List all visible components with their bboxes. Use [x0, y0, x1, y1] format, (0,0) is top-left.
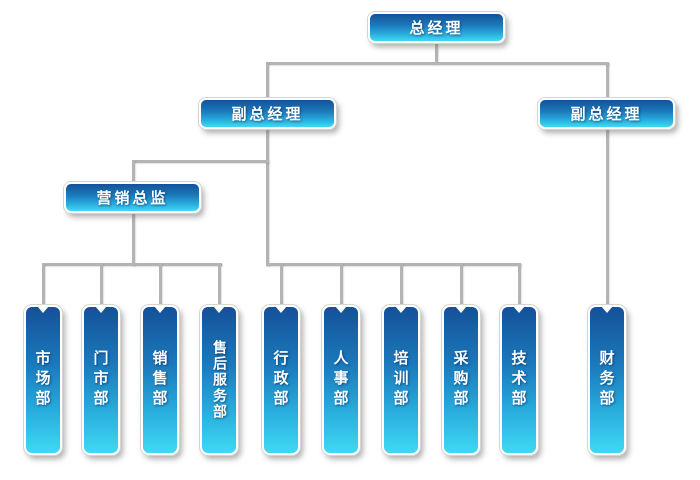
- node-dept-after-sales: 售后服务部: [200, 305, 238, 455]
- node-label: 培训部: [391, 350, 410, 410]
- node-dept-training: 培训部: [382, 305, 420, 455]
- node-label: 副总经理: [570, 105, 643, 123]
- connector-line: [100, 263, 103, 305]
- connector-line: [42, 263, 222, 266]
- node-dept-purchasing: 采购部: [442, 305, 480, 455]
- node-label: 售后服务部: [211, 340, 227, 420]
- connector-line: [606, 62, 609, 98]
- node-dept-admin: 行政部: [262, 305, 300, 455]
- node-label: 采购部: [451, 350, 470, 410]
- node-deputy-general-manager-right: 副总经理: [538, 98, 675, 129]
- connector-line: [218, 263, 221, 305]
- connector-line: [132, 160, 269, 163]
- node-label: 营销总监: [96, 189, 169, 207]
- node-label: 副总经理: [231, 105, 304, 123]
- node-dept-market: 市场部: [24, 305, 62, 455]
- connector-line: [132, 160, 135, 182]
- connector-line: [159, 263, 162, 305]
- connector-line: [435, 42, 438, 64]
- node-label: 市场部: [33, 350, 52, 410]
- connector-line: [42, 263, 45, 305]
- connector-line: [266, 263, 521, 266]
- connector-line: [400, 263, 403, 305]
- node-marketing-director: 营销总监: [64, 182, 201, 213]
- node-label: 行政部: [271, 350, 290, 410]
- connector-line: [340, 263, 343, 305]
- connector-line: [460, 263, 463, 305]
- node-general-manager: 总经理: [368, 12, 505, 43]
- node-label: 销售部: [150, 350, 169, 410]
- node-dept-technology: 技术部: [500, 305, 538, 455]
- node-deputy-general-manager-left: 副总经理: [199, 98, 336, 129]
- node-dept-finance: 财务部: [588, 305, 626, 455]
- connector-line: [266, 128, 269, 266]
- node-label: 总经理: [409, 19, 464, 37]
- node-dept-hr: 人事部: [322, 305, 360, 455]
- node-label: 技术部: [509, 350, 528, 410]
- connector-line: [132, 212, 135, 266]
- node-dept-retail: 门市部: [82, 305, 120, 455]
- node-label: 门市部: [91, 350, 110, 410]
- connector-line: [518, 263, 521, 305]
- connector-line: [266, 62, 269, 98]
- connector-line: [266, 62, 609, 65]
- node-label: 财务部: [597, 350, 616, 410]
- connector-line: [606, 128, 609, 305]
- node-dept-sales: 销售部: [141, 305, 179, 455]
- node-label: 人事部: [331, 350, 350, 410]
- connector-line: [280, 263, 283, 305]
